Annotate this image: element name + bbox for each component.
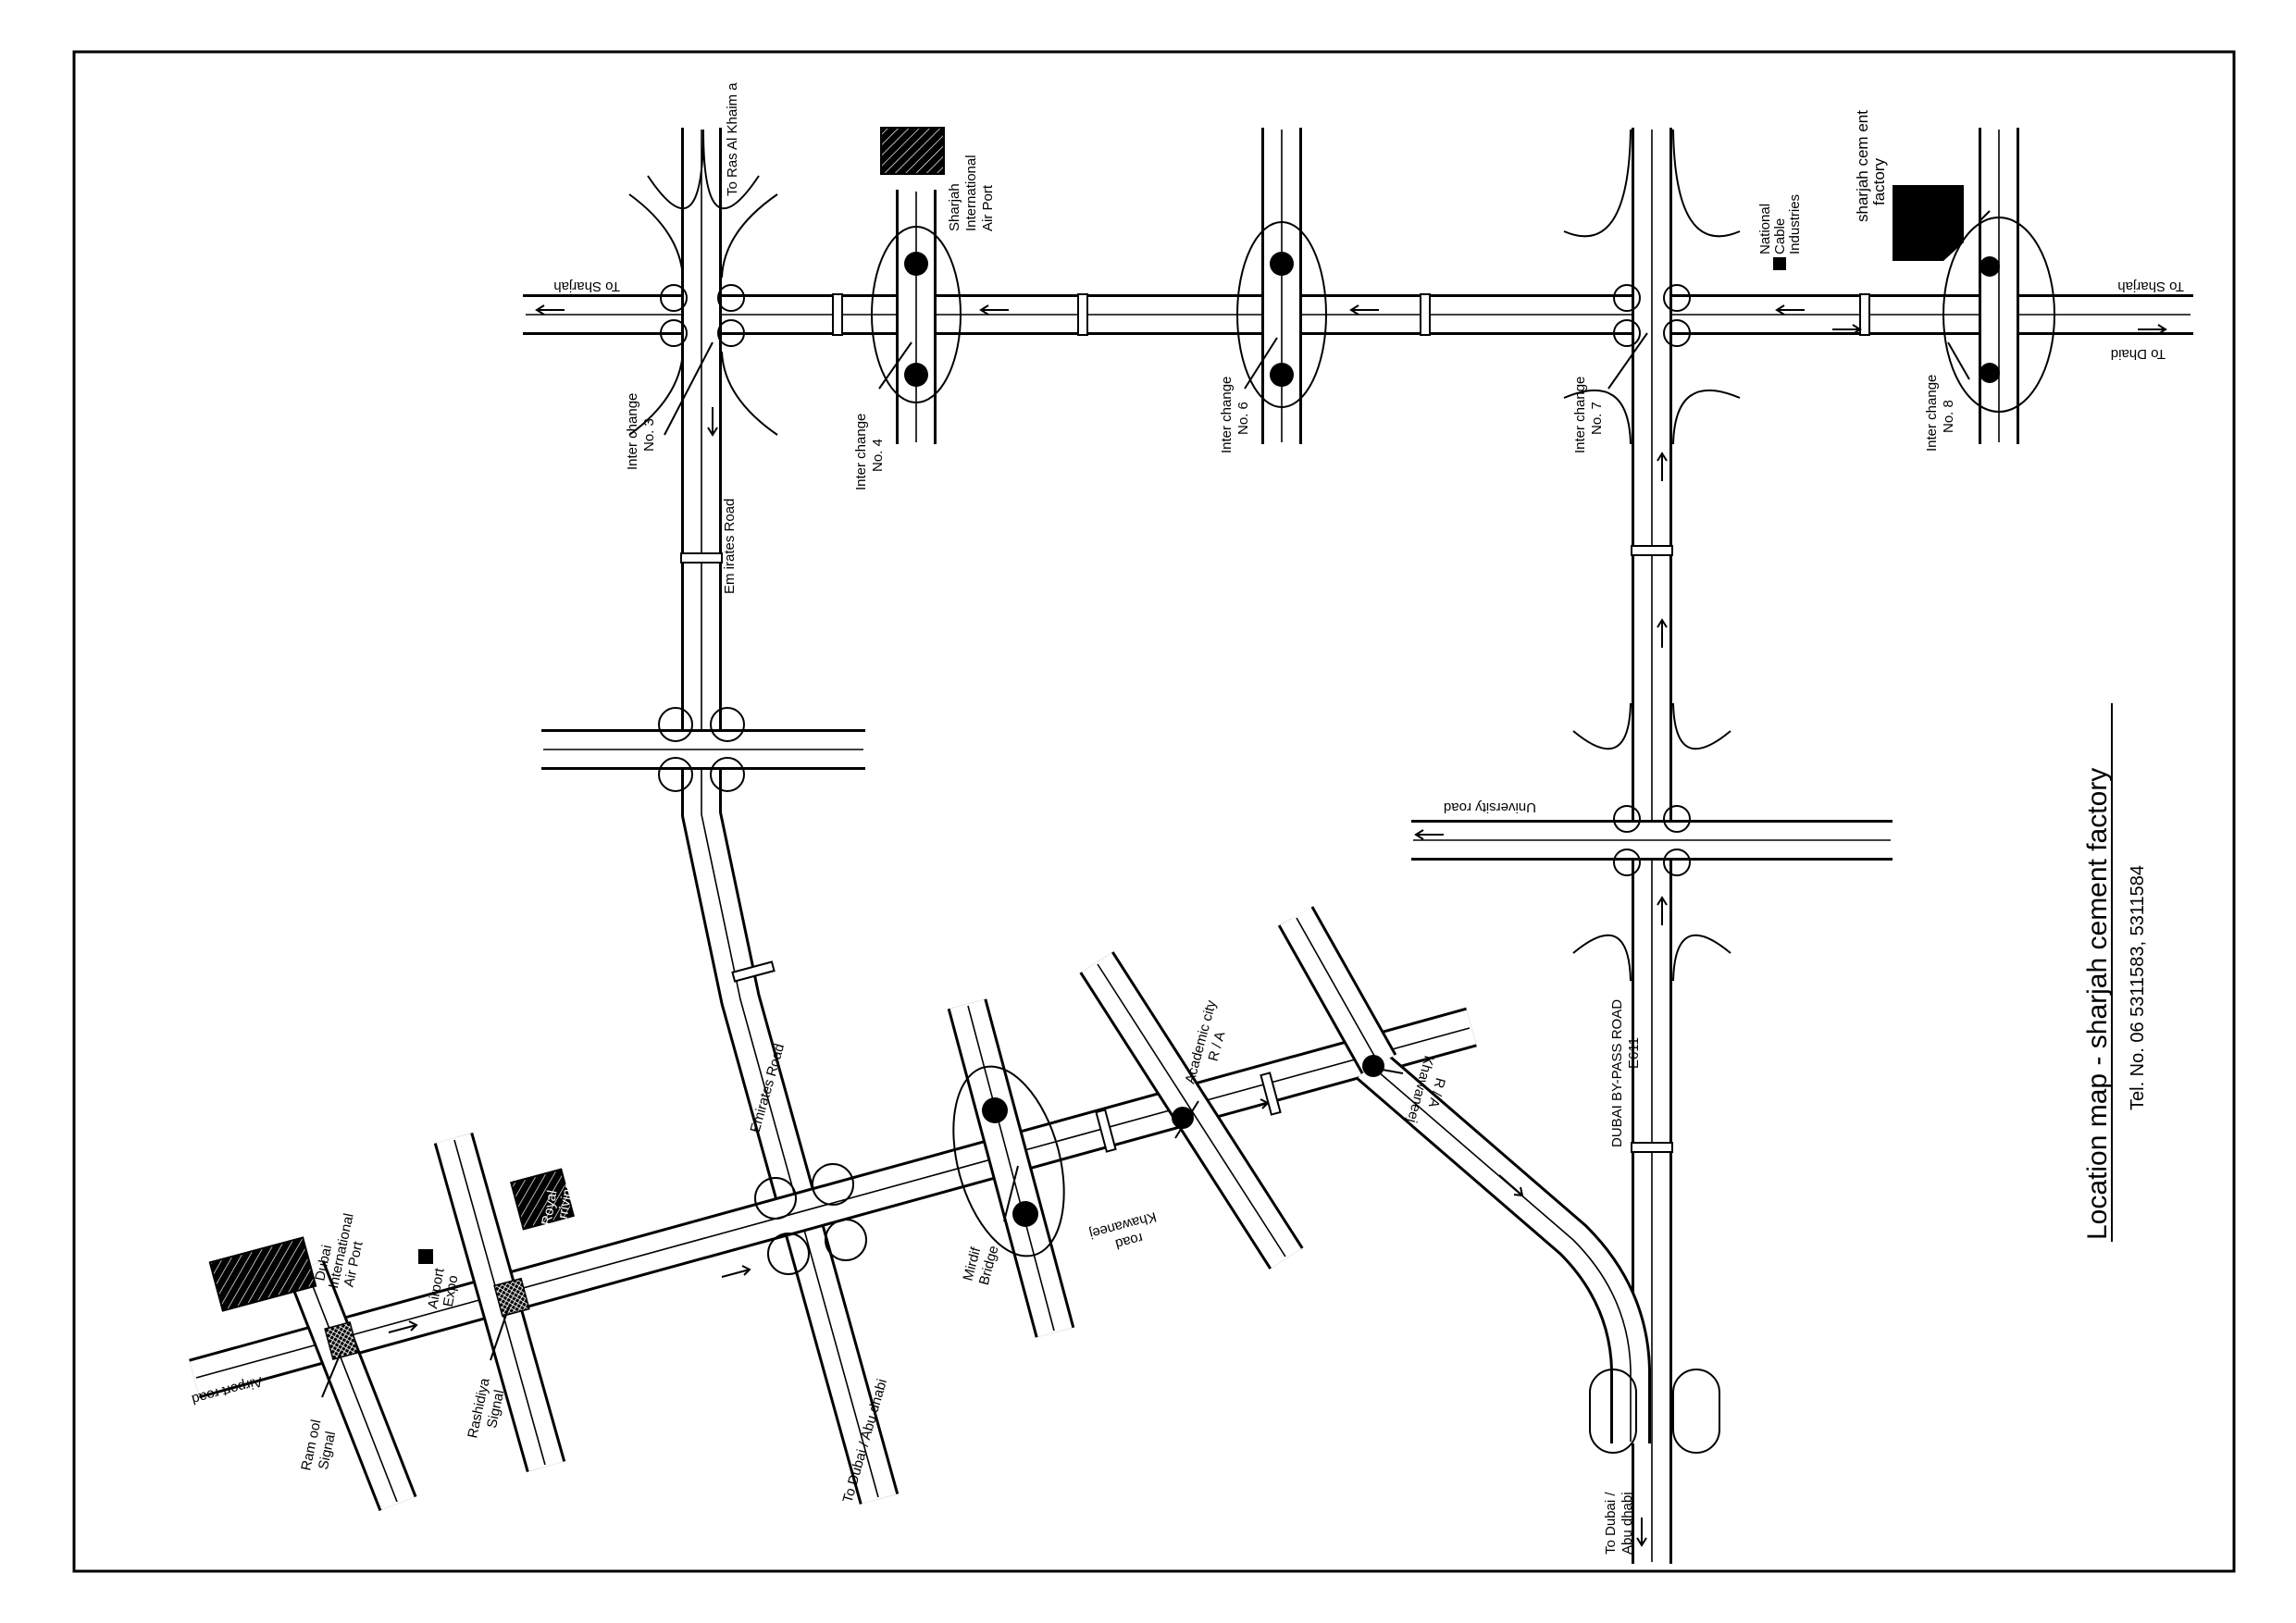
label-interchange-8: Inter change No. 8 — [1924, 375, 1956, 452]
svg-text:Royal: Royal — [539, 1189, 560, 1227]
interchange-mirdif — [952, 1065, 1065, 1258]
svg-text:Cable: Cable — [1772, 218, 1788, 254]
interchange-university — [1572, 702, 1731, 982]
svg-text:No. 3: No. 3 — [641, 418, 657, 452]
svg-text:Inter change: Inter change — [1219, 377, 1235, 453]
label-to-sharjah-right: To Sharjah — [2117, 279, 2184, 294]
road-breaks — [680, 293, 1870, 1153]
svg-text:Expo: Expo — [441, 1274, 462, 1308]
svg-text:No. 7: No. 7 — [1589, 402, 1605, 435]
svg-text:National: National — [1757, 204, 1773, 254]
svg-text:Abu dhabi: Abu dhabi — [1620, 1492, 1635, 1555]
svg-text:No. 8: No. 8 — [1941, 400, 1956, 433]
road-academic — [1079, 951, 1304, 1270]
ic4-marker-south — [904, 363, 928, 387]
label-bypass-road: DUBAI BY-PASS ROAD E611 — [1609, 999, 1642, 1147]
bypass-uturns — [1589, 1369, 1720, 1454]
label-dubai-airport: Dubai International Air Port — [312, 1212, 366, 1290]
label-to-sharjah-left: To Sharjah — [553, 279, 620, 294]
svg-text:International: International — [963, 155, 979, 231]
label-emirates-road-north: Em irates Road — [722, 499, 738, 594]
ic8-marker-north — [1980, 256, 2000, 277]
road-mirdif — [947, 998, 1075, 1338]
cement-factory-building — [1893, 185, 1964, 261]
khawaneej-marker — [1362, 1055, 1384, 1077]
road-ramool — [286, 1259, 417, 1512]
rashidiya-signal-marker — [493, 1277, 530, 1318]
label-to-ras-al-khaima: To Ras Al Khaim a — [725, 82, 740, 196]
interchange-8 — [1942, 217, 2055, 413]
map-title: Location map - sharjah cement factory — [2082, 768, 2113, 1240]
label-airport-expo: Airport Expo — [425, 1266, 462, 1309]
interchange-loops — [628, 129, 2055, 1454]
road-airport — [189, 1007, 1477, 1399]
road-emirates-north — [681, 128, 900, 1505]
svg-text:No. 4: No. 4 — [870, 439, 886, 472]
svg-text:Inter change: Inter change — [853, 414, 869, 490]
ramool-signal-marker — [324, 1321, 359, 1360]
label-sharjah-airport: Sharjah International Air Port — [947, 155, 996, 231]
svg-text:factory: factory — [1870, 157, 1888, 205]
label-interchange-6: Inter change No. 6 — [1219, 377, 1251, 453]
svg-text:Inter change: Inter change — [1572, 377, 1588, 453]
sharjah-airport-building — [880, 127, 945, 175]
svg-text:DUBAI BY-PASS ROAD: DUBAI BY-PASS ROAD — [1609, 999, 1625, 1147]
interchange-emirates-cross — [658, 707, 745, 792]
label-interchange-7: Inter change No. 7 — [1572, 377, 1605, 453]
academic-city-marker — [1172, 1107, 1194, 1129]
svg-text:sharjah cem ent: sharjah cem ent — [1854, 110, 1871, 222]
mirdif-marker-north — [982, 1097, 1008, 1123]
road-khawaneej-north — [1277, 906, 1397, 1074]
dubai-airport-building — [208, 1236, 317, 1312]
interchange-3 — [628, 129, 778, 436]
ic6-marker-north — [1270, 252, 1294, 276]
ic6-marker-south — [1270, 363, 1294, 387]
svg-text:E611: E611 — [1626, 1037, 1642, 1069]
road-network — [189, 128, 2193, 1564]
airport-expo-building — [418, 1249, 433, 1264]
landmarks — [208, 127, 1964, 1360]
label-university-road: University road — [1444, 799, 1536, 815]
svg-text:Inter change: Inter change — [1924, 375, 1940, 452]
interchange-4 — [871, 226, 962, 403]
svg-text:To Dubai /: To Dubai / — [1603, 1492, 1619, 1555]
label-ramool-signal: Ram ool Signal — [298, 1419, 339, 1472]
label-to-dhaid: To Dhaid — [2111, 346, 2166, 362]
interchange-6 — [1236, 221, 1327, 408]
phone-number: Tel. No. 06 5311583, 5311584 — [2128, 865, 2148, 1110]
map-frame — [72, 50, 2236, 1573]
svg-text:No. 6: No. 6 — [1235, 402, 1251, 435]
ic8-marker-south — [1980, 363, 2000, 383]
label-interchange-4: Inter change No. 4 — [853, 414, 886, 490]
ic4-marker-north — [904, 252, 928, 276]
svg-text:Sharjah: Sharjah — [947, 183, 962, 231]
label-interchange-3: Inter change No. 3 — [625, 393, 657, 470]
royal-arriving-building — [510, 1168, 575, 1231]
label-mirdif-bridge: Mirdif Bridge — [960, 1244, 1001, 1286]
label-national-cable: National Cable Industries — [1757, 194, 1803, 254]
label-khawaneej-road: Khawaneej road — [1087, 1208, 1158, 1252]
national-cable-building — [1773, 257, 1786, 270]
interchange-emirates-airport — [754, 1163, 867, 1275]
label-to-dubai-abu-dhabi-bypass: To Dubai / Abu dhabi — [1603, 1492, 1635, 1555]
road-khawaneej-bypass — [1356, 1048, 1651, 1443]
direction-arrows — [388, 304, 2167, 1547]
roundabout-markers — [904, 252, 2000, 1227]
mirdif-marker-south — [1012, 1201, 1038, 1227]
interchange-7 — [1563, 129, 1741, 445]
svg-text:Air Port: Air Port — [980, 184, 996, 231]
label-cement-factory: sharjah cem ent factory — [1854, 110, 1888, 222]
svg-text:Industries: Industries — [1787, 194, 1803, 254]
svg-text:Inter change: Inter change — [625, 393, 640, 470]
leader-lines — [321, 210, 1991, 1398]
